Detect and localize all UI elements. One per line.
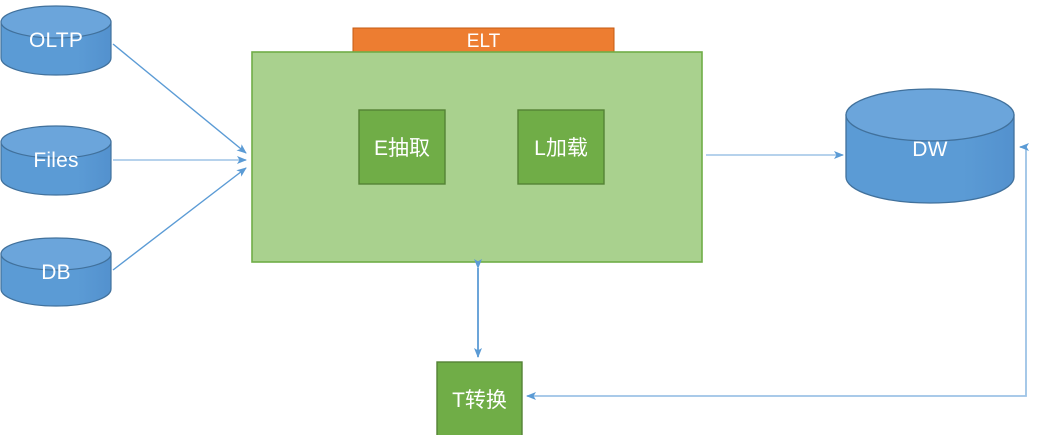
stage-box-load[interactable] bbox=[517, 109, 605, 185]
connector-db-to-elt bbox=[112, 167, 247, 271]
connector-oltp-to-elt bbox=[112, 43, 247, 154]
elt-container-box[interactable] bbox=[251, 51, 703, 263]
source-cylinder-oltp[interactable] bbox=[0, 5, 112, 76]
elt-header-bar[interactable] bbox=[352, 27, 615, 56]
warehouse-cylinder-dw[interactable] bbox=[845, 88, 1015, 204]
source-cylinder-files[interactable] bbox=[0, 125, 112, 196]
source-cylinder-db[interactable] bbox=[0, 237, 112, 307]
stage-box-extract[interactable] bbox=[358, 109, 446, 185]
transform-box[interactable] bbox=[436, 361, 523, 435]
connector-transform-to-dw bbox=[1016, 143, 1029, 397]
